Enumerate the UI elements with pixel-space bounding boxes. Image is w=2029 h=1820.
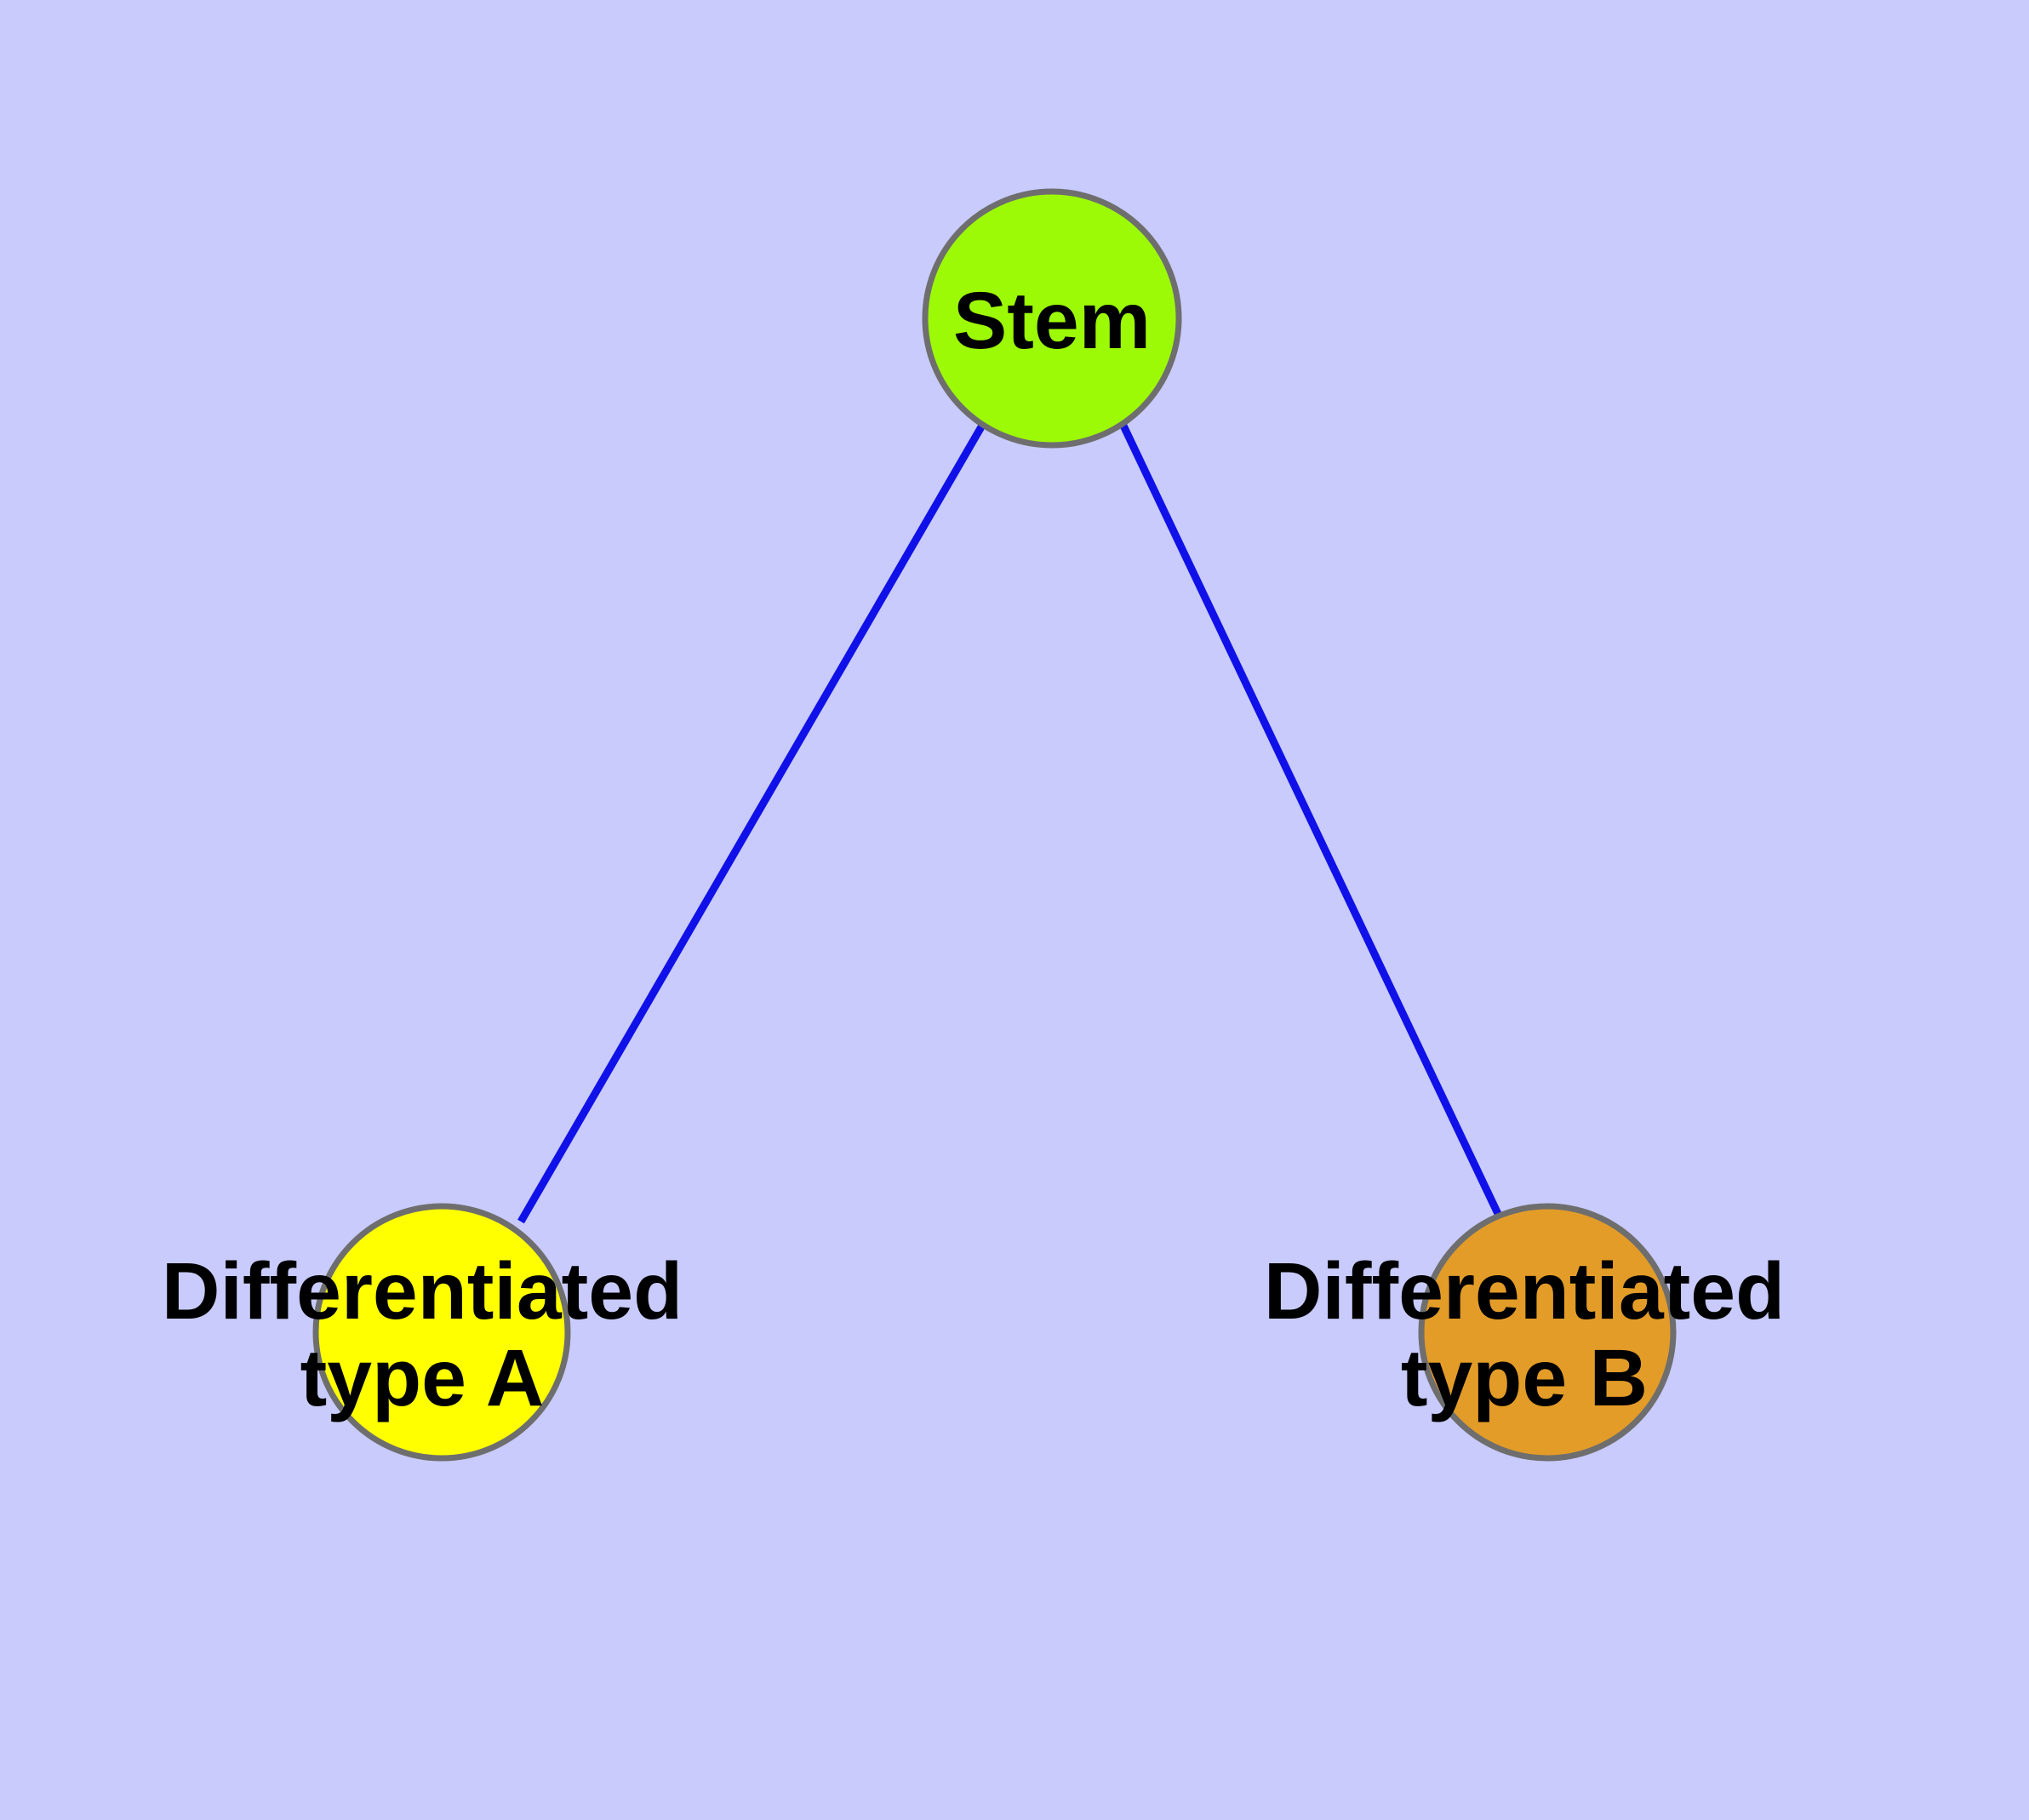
node-label-line: type B (1401, 1333, 1648, 1423)
node-differentiated-type-a-circle[interactable] (312, 1203, 571, 1462)
node-label-line: Differentiated (162, 1246, 683, 1336)
node-label-stem: Stem (953, 276, 1151, 366)
edge-stem-to-diff-a[interactable] (517, 421, 986, 1224)
node-label-line: type A (300, 1333, 545, 1423)
node-differentiated-type-b[interactable] (1418, 1203, 1677, 1462)
edge-stem-to-diff-b[interactable] (1119, 424, 1504, 1219)
node-differentiated-type-a[interactable] (312, 1203, 571, 1462)
node-differentiated-type-b-circle[interactable] (1418, 1203, 1677, 1462)
node-stem-circle[interactable] (922, 188, 1182, 449)
node-label-line: Stem (953, 276, 1151, 366)
edges-layer (517, 421, 1504, 1224)
node-stem[interactable] (922, 188, 1182, 449)
node-label-line: Differentiated (1264, 1246, 1785, 1336)
nodes-layer (312, 188, 1677, 1462)
